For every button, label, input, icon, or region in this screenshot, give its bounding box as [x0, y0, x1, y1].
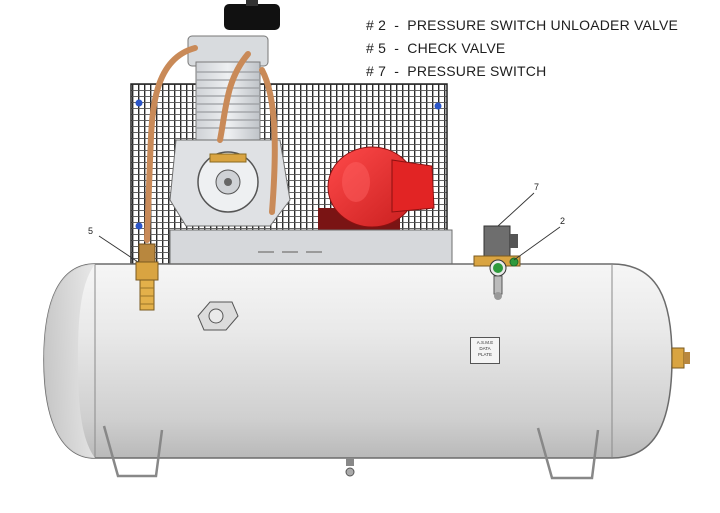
legend-label: CHECK VALVE	[407, 40, 506, 56]
tank-outlet-fitting	[671, 347, 690, 369]
legend-label: PRESSURE SWITCH UNLOADER VALVE	[407, 17, 679, 33]
callout-5: 5	[88, 226, 94, 236]
drain-valve	[345, 458, 355, 477]
legend-item-7: # 7 - PRESSURE SWITCH	[366, 63, 547, 79]
legend-item-5: # 5 - CHECK VALVE	[366, 40, 506, 56]
callout-leaders	[98, 192, 561, 263]
plate-line-2: DATA	[479, 346, 491, 351]
pressure-switch	[473, 225, 521, 300]
callout-2: 2	[560, 216, 566, 226]
legend-number: # 7	[366, 63, 387, 79]
copper-discharge-lines	[144, 45, 278, 243]
plate-line-3: PLATE	[478, 352, 492, 357]
unloader-valve	[509, 257, 519, 267]
air-tank	[43, 263, 673, 459]
check-valve	[135, 243, 159, 311]
legend-number: # 5	[366, 40, 387, 56]
plate-line-1: A.S.M.E	[476, 340, 494, 345]
tank-feet	[102, 425, 600, 480]
legend-number: # 2	[366, 17, 387, 33]
parts-legend: # 2 - PRESSURE SWITCH UNLOADER VALVE # 5…	[366, 14, 678, 83]
electric-motor	[318, 146, 435, 230]
callout-7: 7	[534, 182, 540, 192]
legend-label: PRESSURE SWITCH	[407, 63, 547, 79]
asme-data-plate: A.S.M.E DATA PLATE	[470, 337, 500, 364]
legend-item-2: # 2 - PRESSURE SWITCH UNLOADER VALVE	[366, 17, 679, 33]
